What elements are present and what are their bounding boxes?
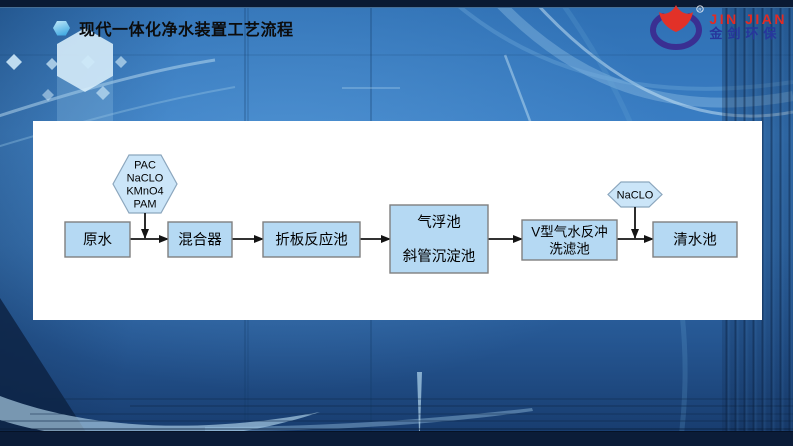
flow-node-box — [389, 204, 489, 274]
light-needle — [417, 372, 422, 446]
swoosh-curve — [0, 86, 236, 148]
flow-node-box — [652, 221, 738, 258]
registered-mark-letter: R — [699, 7, 703, 12]
flow-label: 气浮池斜管沉淀池 — [403, 214, 476, 265]
flow-node-raw-water: 原水 — [64, 221, 131, 258]
flow-injector-dosing-naclo: NaCLO — [607, 181, 663, 239]
flow-node-baffle-reaction-tank: 折板反应池 — [262, 221, 361, 258]
flow-node-v-type-filter: V型气水反冲洗滤池 — [521, 219, 618, 261]
chemical-hexagon — [112, 154, 178, 214]
bottom-border-strip — [0, 431, 793, 446]
diamond-decoration — [6, 54, 22, 70]
diamond-decoration — [81, 55, 95, 69]
chemical-hexagon — [607, 181, 663, 208]
flow-label: 混合器 — [178, 232, 222, 249]
diamond-decoration — [96, 86, 110, 100]
top-border-strip — [0, 0, 793, 8]
swoosh-curve — [448, 0, 793, 91]
diamond-decoration — [115, 56, 127, 68]
company-logo: R JIN JIAN 金剑环保 — [647, 3, 787, 53]
logo-text-cn: 金剑环保 — [709, 26, 782, 41]
diamond-decoration — [42, 89, 54, 101]
flow-label: NaCLO — [617, 190, 654, 202]
flow-label: V型气水反冲洗滤池 — [531, 225, 608, 257]
diamond-decoration — [46, 58, 58, 70]
registered-mark-icon — [696, 5, 705, 13]
slide-title: 现代一体化净水装置工艺流程 — [79, 22, 294, 39]
flow-label: 原水 — [83, 232, 112, 249]
crescent-swoosh — [205, 408, 533, 432]
logo-text-en: JIN JIAN — [709, 11, 787, 27]
flow-node-flotation-sedimentation-tank: 气浮池斜管沉淀池 — [389, 204, 489, 274]
logo-text: JIN JIAN 金剑环保 — [709, 3, 787, 41]
logo-flower — [659, 5, 694, 32]
logo-ring — [650, 13, 703, 51]
flow-node-box — [167, 221, 233, 258]
flow-label: 折板反应池 — [275, 231, 348, 249]
flow-node-mixer: 混合器 — [167, 221, 233, 258]
flow-node-box — [262, 221, 361, 258]
swoosh-curve — [0, 58, 216, 118]
flow-node-clear-water-tank: 清水池 — [652, 221, 738, 258]
flow-label: 清水池 — [673, 232, 717, 249]
hexagon-pillar — [57, 76, 113, 121]
flow-node-box — [521, 219, 618, 261]
swoosh-curve — [489, 0, 793, 108]
title-bullet-icon — [53, 20, 70, 36]
crescent-swoosh — [0, 396, 320, 440]
logo-mark-icon: R — [650, 5, 705, 51]
slide-header: 现代一体化净水装置工艺流程 — [53, 16, 294, 40]
flow-node-box — [64, 221, 131, 258]
